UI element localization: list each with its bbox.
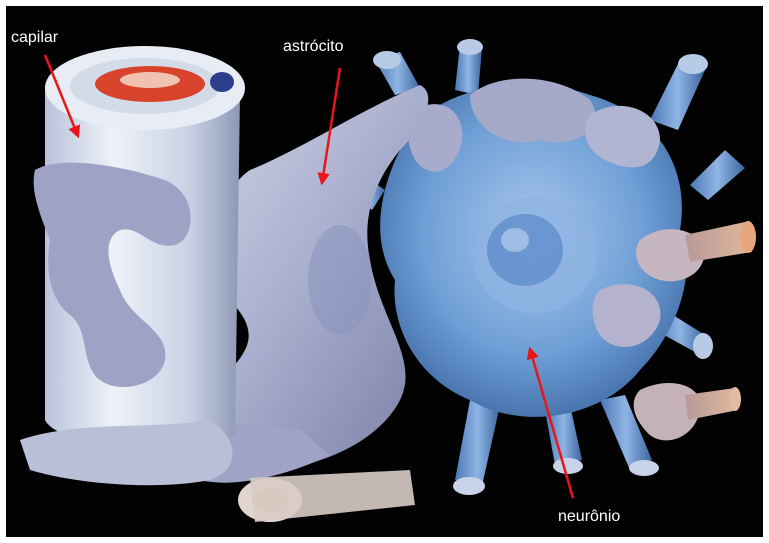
- neuron-label: neurônio: [558, 508, 620, 526]
- astrocyte-nucleus: [308, 225, 372, 335]
- astrocyte-label: astrócito: [283, 38, 343, 56]
- capillary-label: capilar: [11, 29, 58, 47]
